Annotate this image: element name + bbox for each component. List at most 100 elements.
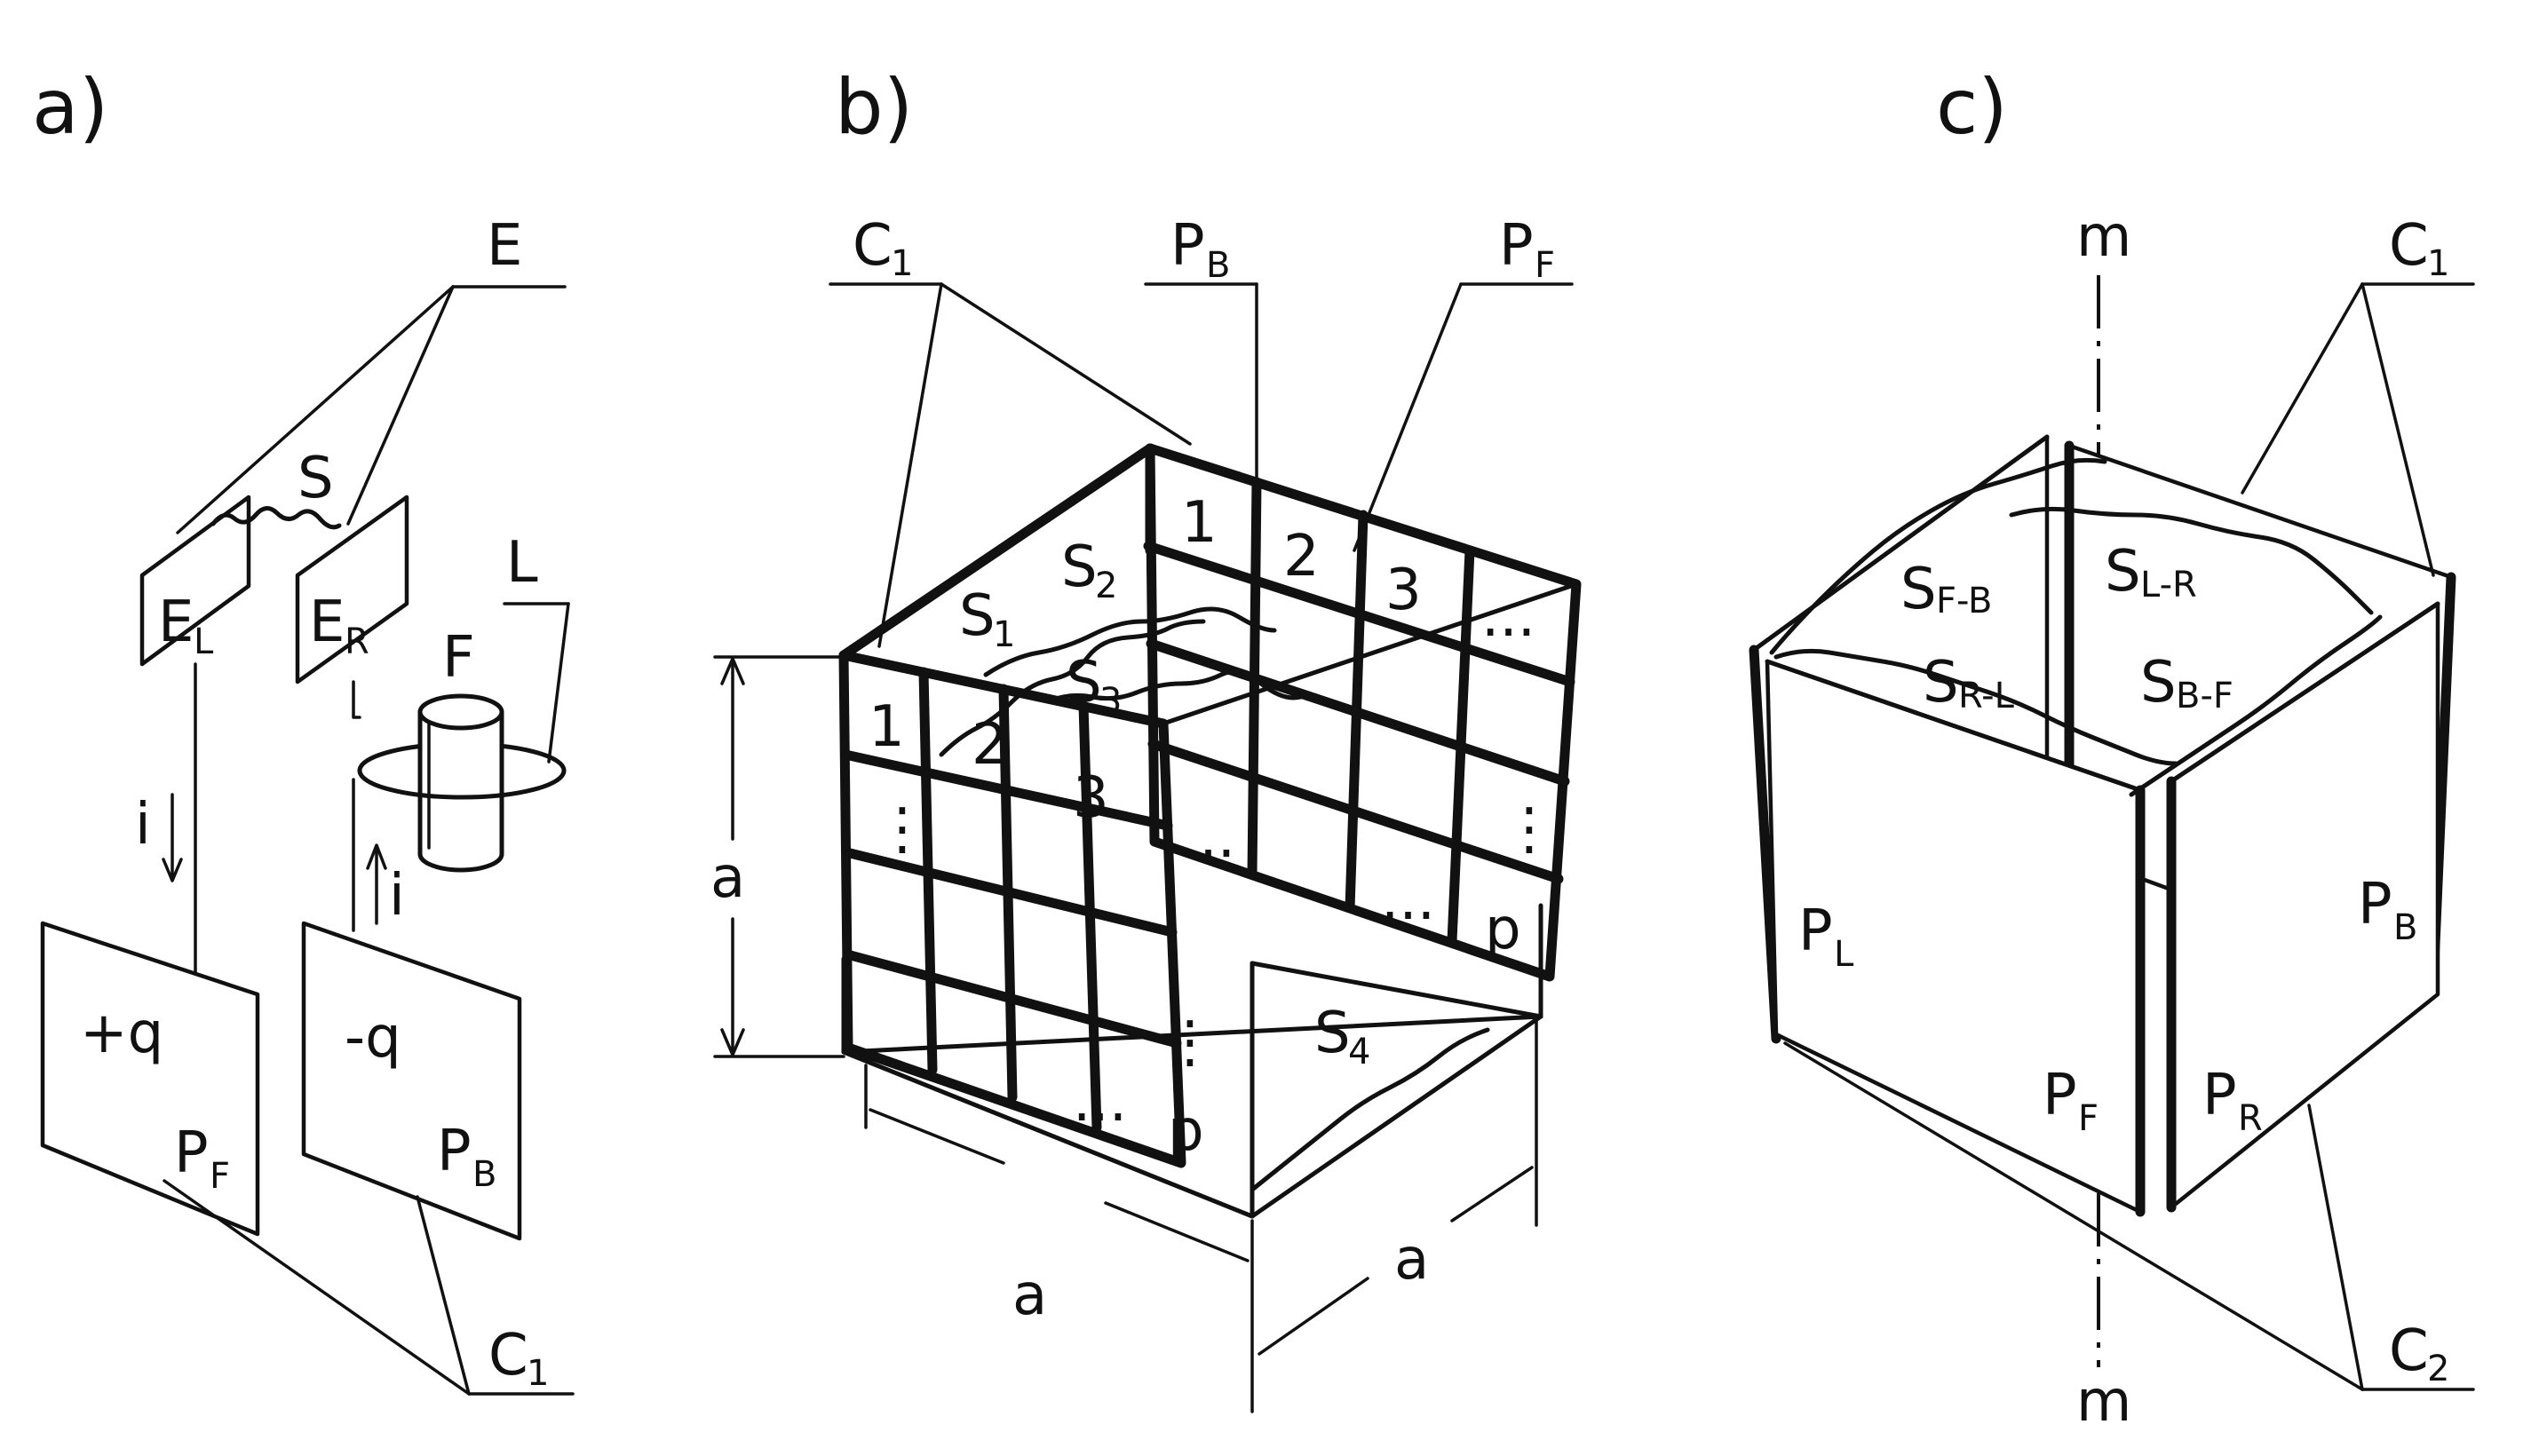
b-label-pb-sub: B xyxy=(1206,245,1230,286)
c-label-pr-main: P xyxy=(2202,1063,2237,1128)
c-label-slr-main: S xyxy=(2105,539,2141,605)
panel-b-tag: b) xyxy=(835,63,913,152)
dim-a-bl-line-1 xyxy=(869,1108,1005,1165)
dim-a-left-arrow-top xyxy=(720,657,745,685)
e-leader-right xyxy=(346,285,455,526)
back-dots-top: ... xyxy=(1481,584,1535,650)
box-bottom-edges xyxy=(841,1014,1543,1219)
label-s: S xyxy=(298,446,334,511)
b-pf-leader xyxy=(1353,282,1463,552)
c-c2-leader-left xyxy=(1783,1041,2364,1391)
panel-c: c) m m S F-B S L-R S R-L S B-F P xyxy=(1749,63,2475,1435)
plate-pf xyxy=(40,921,260,1237)
back-num-3: 3 xyxy=(1385,558,1422,623)
dim-a-br-line-1 xyxy=(1258,1277,1369,1356)
label-e: E xyxy=(487,213,522,279)
label-er-sub: R xyxy=(345,621,369,662)
electrode-er xyxy=(295,495,409,684)
spark-sbf xyxy=(2129,614,2383,797)
label-s2-sub: 2 xyxy=(1095,566,1117,606)
plate-pf-c-top xyxy=(1765,659,2143,793)
c1-leader-right xyxy=(416,1195,471,1396)
c-label-sfb-main: S xyxy=(1900,557,1937,622)
dim-a-left-arrow-bottom xyxy=(720,1028,745,1056)
c-c1-leader-right xyxy=(2360,282,2435,577)
b-label-c1-main: C xyxy=(853,213,893,279)
c-label-c1-sub: 1 xyxy=(2427,243,2449,284)
label-pb-main: P xyxy=(437,1119,472,1184)
c-label-pr-sub: R xyxy=(2238,1098,2263,1139)
label-s1-sub: 1 xyxy=(993,614,1015,655)
back-vdots: ⋮ xyxy=(1501,796,1558,862)
back-dots-low: ... xyxy=(1381,867,1435,933)
l-leader xyxy=(547,602,570,764)
dim-a-bl-line-2 xyxy=(1104,1201,1250,1262)
c1-leader-left xyxy=(163,1179,471,1396)
arrow-i-left-head xyxy=(162,858,183,882)
arrow-i-right-head xyxy=(366,843,387,870)
b-label-pf-sub: F xyxy=(1535,245,1555,286)
dim-a-bl-label: a xyxy=(1012,1262,1047,1328)
b-label-pf-main: P xyxy=(1499,213,1534,279)
label-i-left: i xyxy=(135,792,151,858)
b-label-c1-sub: 1 xyxy=(891,243,913,284)
label-minus-q: -q xyxy=(345,1005,401,1071)
c-label-pl-sub: L xyxy=(1834,934,1854,975)
b-c1-leader-right xyxy=(940,282,1192,446)
label-plus-q: +q xyxy=(80,1001,163,1066)
label-pf-sub: F xyxy=(210,1156,230,1197)
plate-pb xyxy=(301,921,522,1241)
spark-sfb xyxy=(1769,457,2107,655)
spark-s4 xyxy=(1250,1027,1490,1192)
label-c1-main: C xyxy=(488,1323,528,1389)
plate-pr-top xyxy=(2169,601,2440,784)
box-top-right-edge xyxy=(1250,961,1543,1019)
front-p: p xyxy=(1168,1098,1204,1164)
grid-back-plate xyxy=(1143,443,1582,982)
front-num-3: 3 xyxy=(1073,765,1109,831)
box-top-left-edge xyxy=(838,443,1155,661)
c-label-pf-main: P xyxy=(2043,1063,2077,1128)
spark-s2 xyxy=(983,606,1277,677)
c-label-pb-sub: B xyxy=(2393,907,2417,948)
c-label-srl-sub: R-L xyxy=(1958,676,2015,716)
label-s3-main: S xyxy=(1066,650,1102,716)
grid-front-plate xyxy=(838,650,1186,1168)
back-dots-mid: ... xyxy=(1181,805,1235,871)
c-label-c2-main: C xyxy=(2389,1318,2429,1384)
label-l: L xyxy=(506,530,538,596)
back-num-2: 2 xyxy=(1283,524,1320,590)
label-s4-main: S xyxy=(1314,1001,1351,1066)
label-c1-sub: 1 xyxy=(527,1353,549,1394)
label-s4-sub: 4 xyxy=(1348,1032,1370,1072)
front-vdots-1: ⋮ xyxy=(874,796,931,862)
c-label-pl-main: P xyxy=(1798,898,1833,964)
e-leader-left xyxy=(176,285,455,534)
spark-srl xyxy=(1773,648,2178,766)
panel-a-tag: a) xyxy=(32,63,108,152)
dim-a-br-line-2 xyxy=(1450,1166,1534,1223)
c-label-slr-sub: L-R xyxy=(2140,565,2197,605)
b-c1-leader-left xyxy=(877,282,943,648)
label-i-right: i xyxy=(389,863,405,929)
spark-s3 xyxy=(1045,669,1304,704)
label-pf-main: P xyxy=(174,1120,209,1186)
label-s1-main: S xyxy=(959,583,996,649)
ferrite-core-f xyxy=(417,693,504,873)
plate-pl-edge xyxy=(1749,645,1781,1044)
c-label-pf-sub: F xyxy=(2078,1098,2099,1139)
spark-slr xyxy=(2009,506,2374,615)
label-s3-sub: 3 xyxy=(1099,681,1122,722)
spark-s xyxy=(210,506,342,530)
dim-a-br-label: a xyxy=(1394,1227,1429,1293)
panel-a: a) E E L E R S i i xyxy=(32,63,575,1396)
front-num-1: 1 xyxy=(869,694,905,760)
label-m-bottom: m xyxy=(2076,1369,2131,1435)
label-er-main: E xyxy=(309,590,345,655)
c-label-c2-sub: 2 xyxy=(2427,1349,2449,1389)
label-m-top: m xyxy=(2076,204,2131,270)
c-label-sbf-sub: B-F xyxy=(2176,676,2233,716)
label-f: F xyxy=(442,625,475,691)
front-dots: ... xyxy=(1073,1069,1127,1135)
panel-c-tag: c) xyxy=(1936,63,2008,152)
